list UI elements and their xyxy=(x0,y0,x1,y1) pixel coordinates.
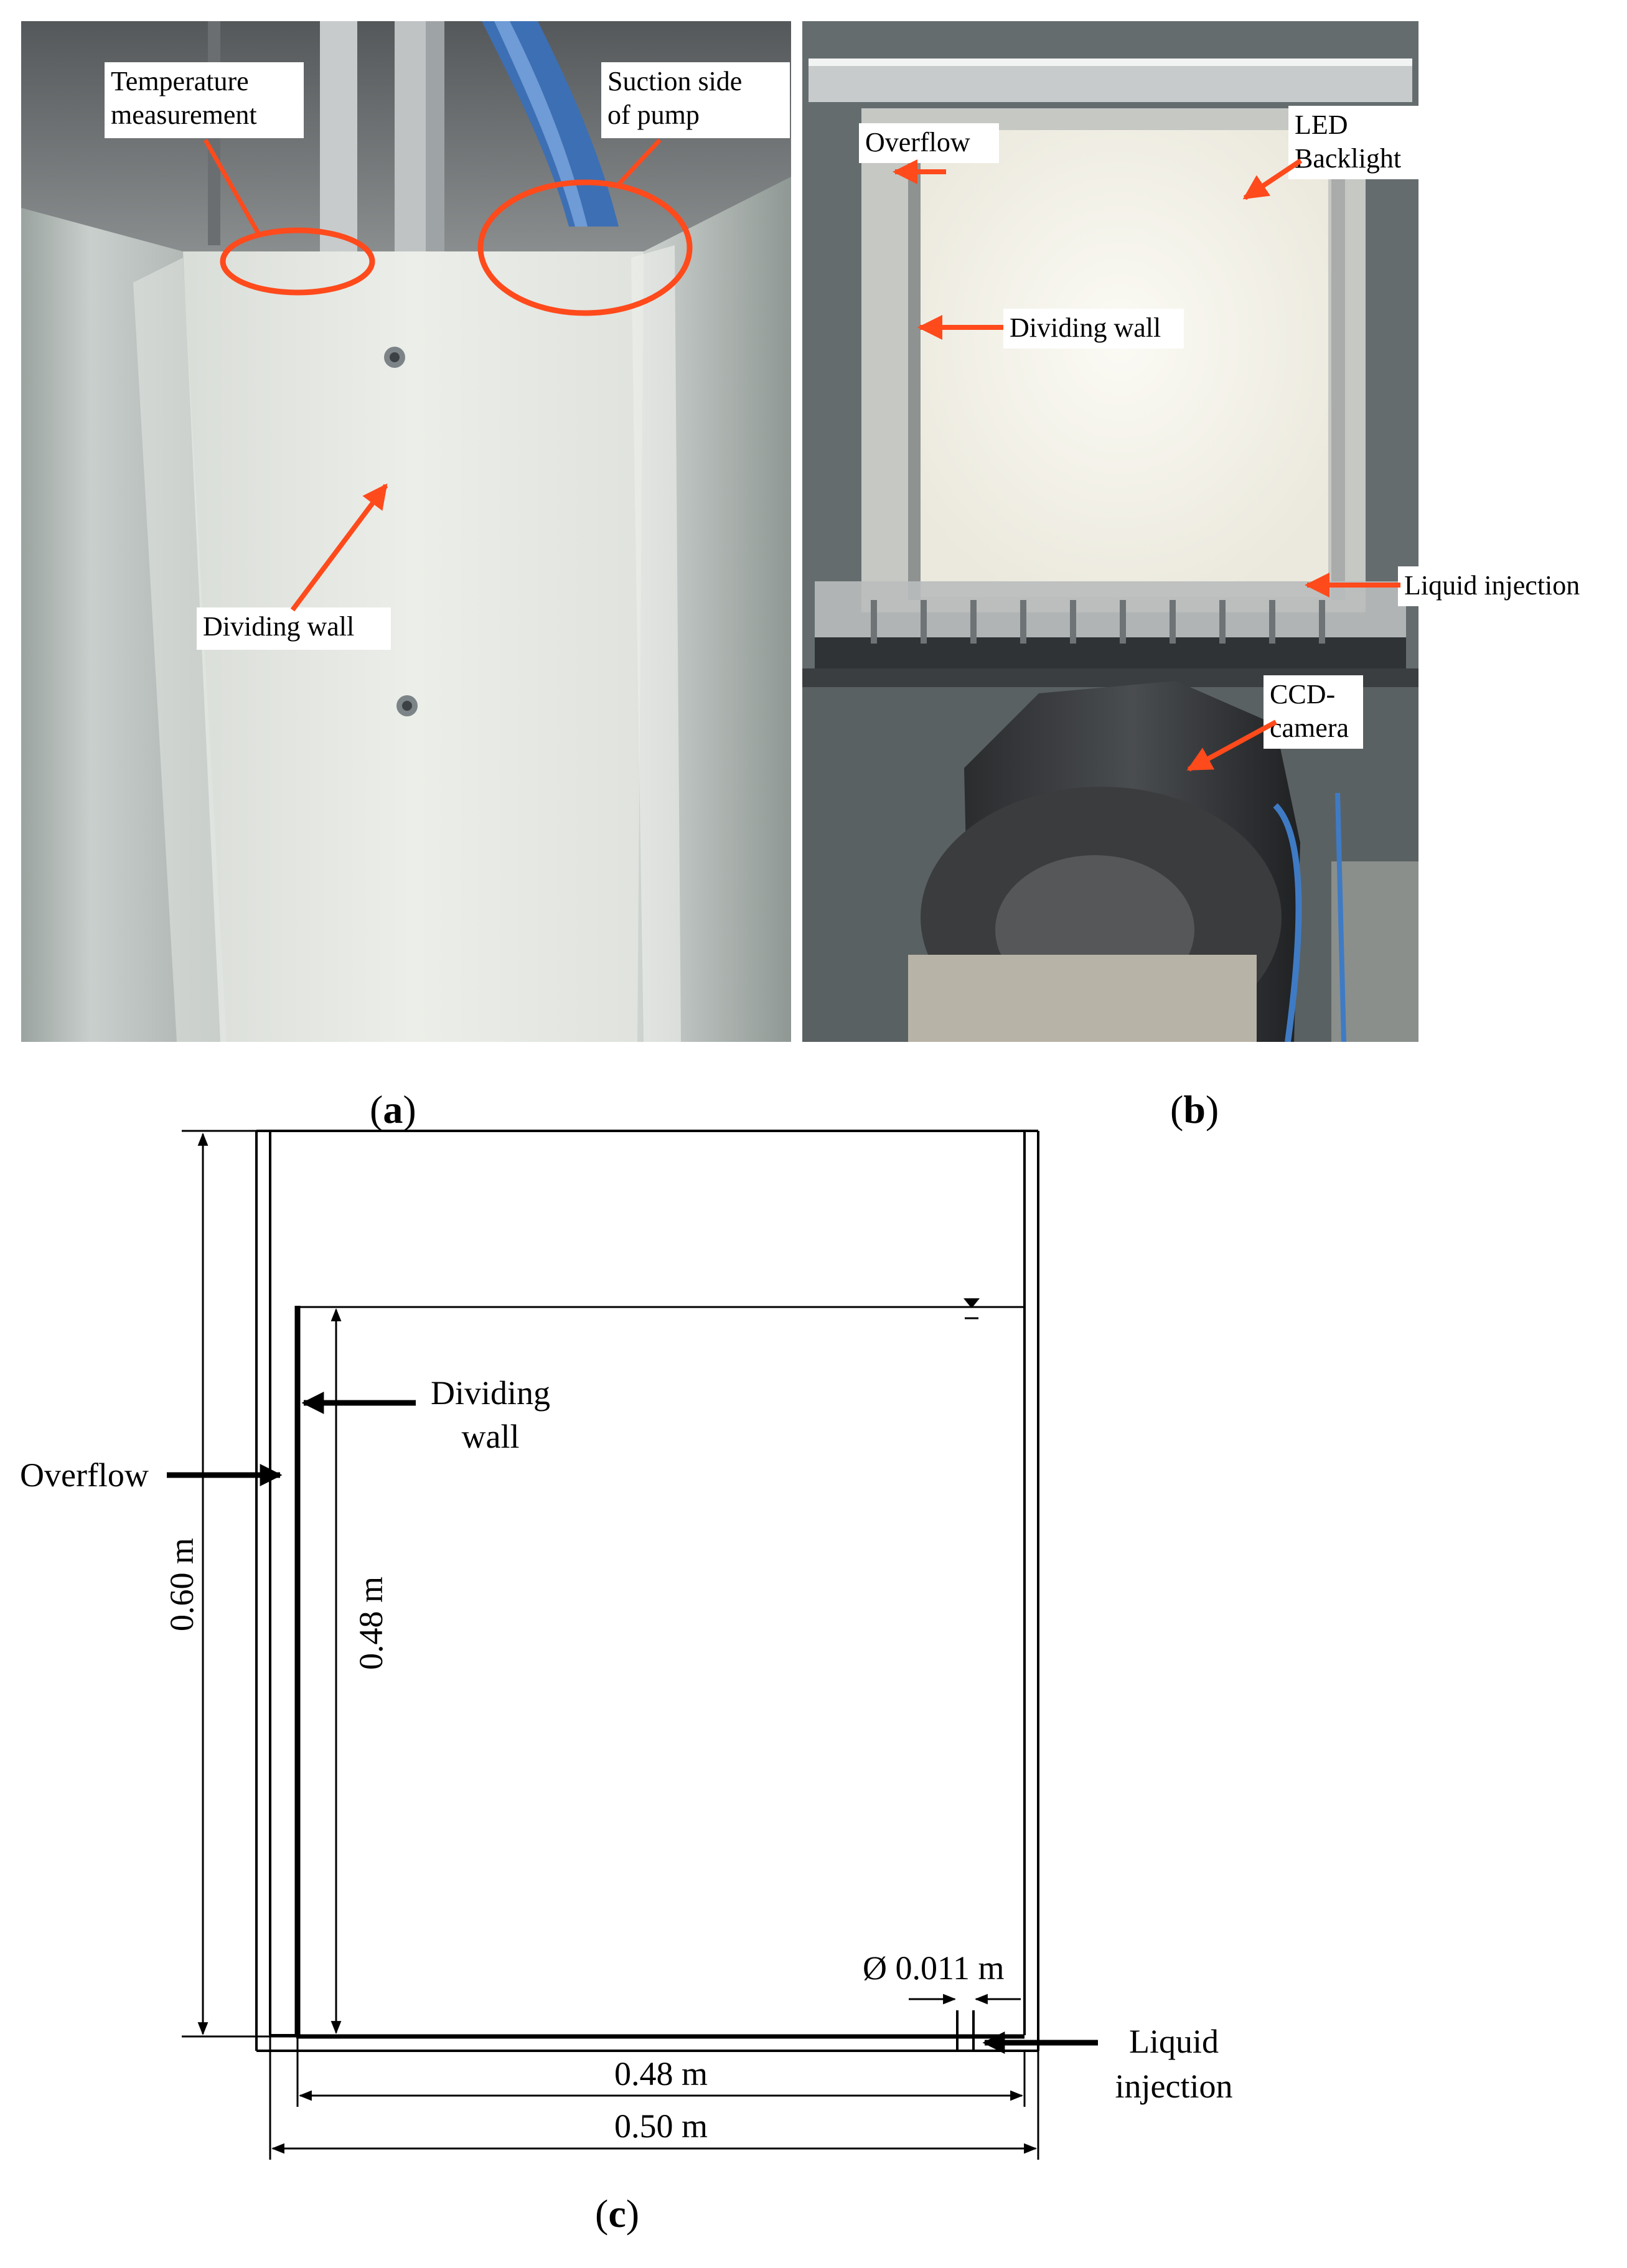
text-overflow-c: Overflow xyxy=(20,1456,149,1494)
caption-c: (c) xyxy=(595,2191,640,2236)
text-width-inner: 0.48 m xyxy=(614,2055,708,2092)
label-dividing-wall-a: Dividing wall xyxy=(197,607,391,650)
label-overflow-b: Overflow xyxy=(859,123,999,163)
label-ccd-camera: CCD- camera xyxy=(1264,675,1363,749)
text-dividing-wall-2: wall xyxy=(462,1418,520,1455)
label-led-backlight: LED Backlight xyxy=(1288,106,1420,179)
water-level-symbol xyxy=(964,1298,980,1308)
caption-c-letter: c xyxy=(608,2191,626,2236)
photo-a-image xyxy=(21,21,791,1042)
caption-b-letter: b xyxy=(1183,1087,1206,1132)
photo-panel-a xyxy=(21,21,791,1042)
schematic-panel-c xyxy=(167,1130,1098,2160)
text-width-total: 0.50 m xyxy=(614,2107,708,2145)
text-liquid-injection-2: injection xyxy=(1115,2068,1233,2105)
caption-b: (b) xyxy=(1170,1087,1219,1132)
caption-a: (a) xyxy=(370,1087,416,1132)
schematic-labels-c: Dividing wall Overflow 0.60 m 0.48 m 0.4… xyxy=(20,1374,1232,2145)
label-temperature-measurement: Temperature measurement xyxy=(105,62,304,138)
text-nozzle: Ø 0.011 m xyxy=(863,1949,1005,1987)
label-liquid-injection-b: Liquid injection xyxy=(1398,566,1610,606)
label-suction-side: Suction side of pump xyxy=(601,62,790,138)
text-dividing-wall-1: Dividing xyxy=(431,1374,550,1412)
label-dividing-wall-b: Dividing wall xyxy=(1003,309,1184,349)
caption-a-letter: a xyxy=(383,1087,403,1132)
text-height-total: 0.60 m xyxy=(163,1538,200,1631)
text-height-liquid: 0.48 m xyxy=(352,1577,390,1670)
text-liquid-injection-1: Liquid xyxy=(1129,2023,1219,2060)
